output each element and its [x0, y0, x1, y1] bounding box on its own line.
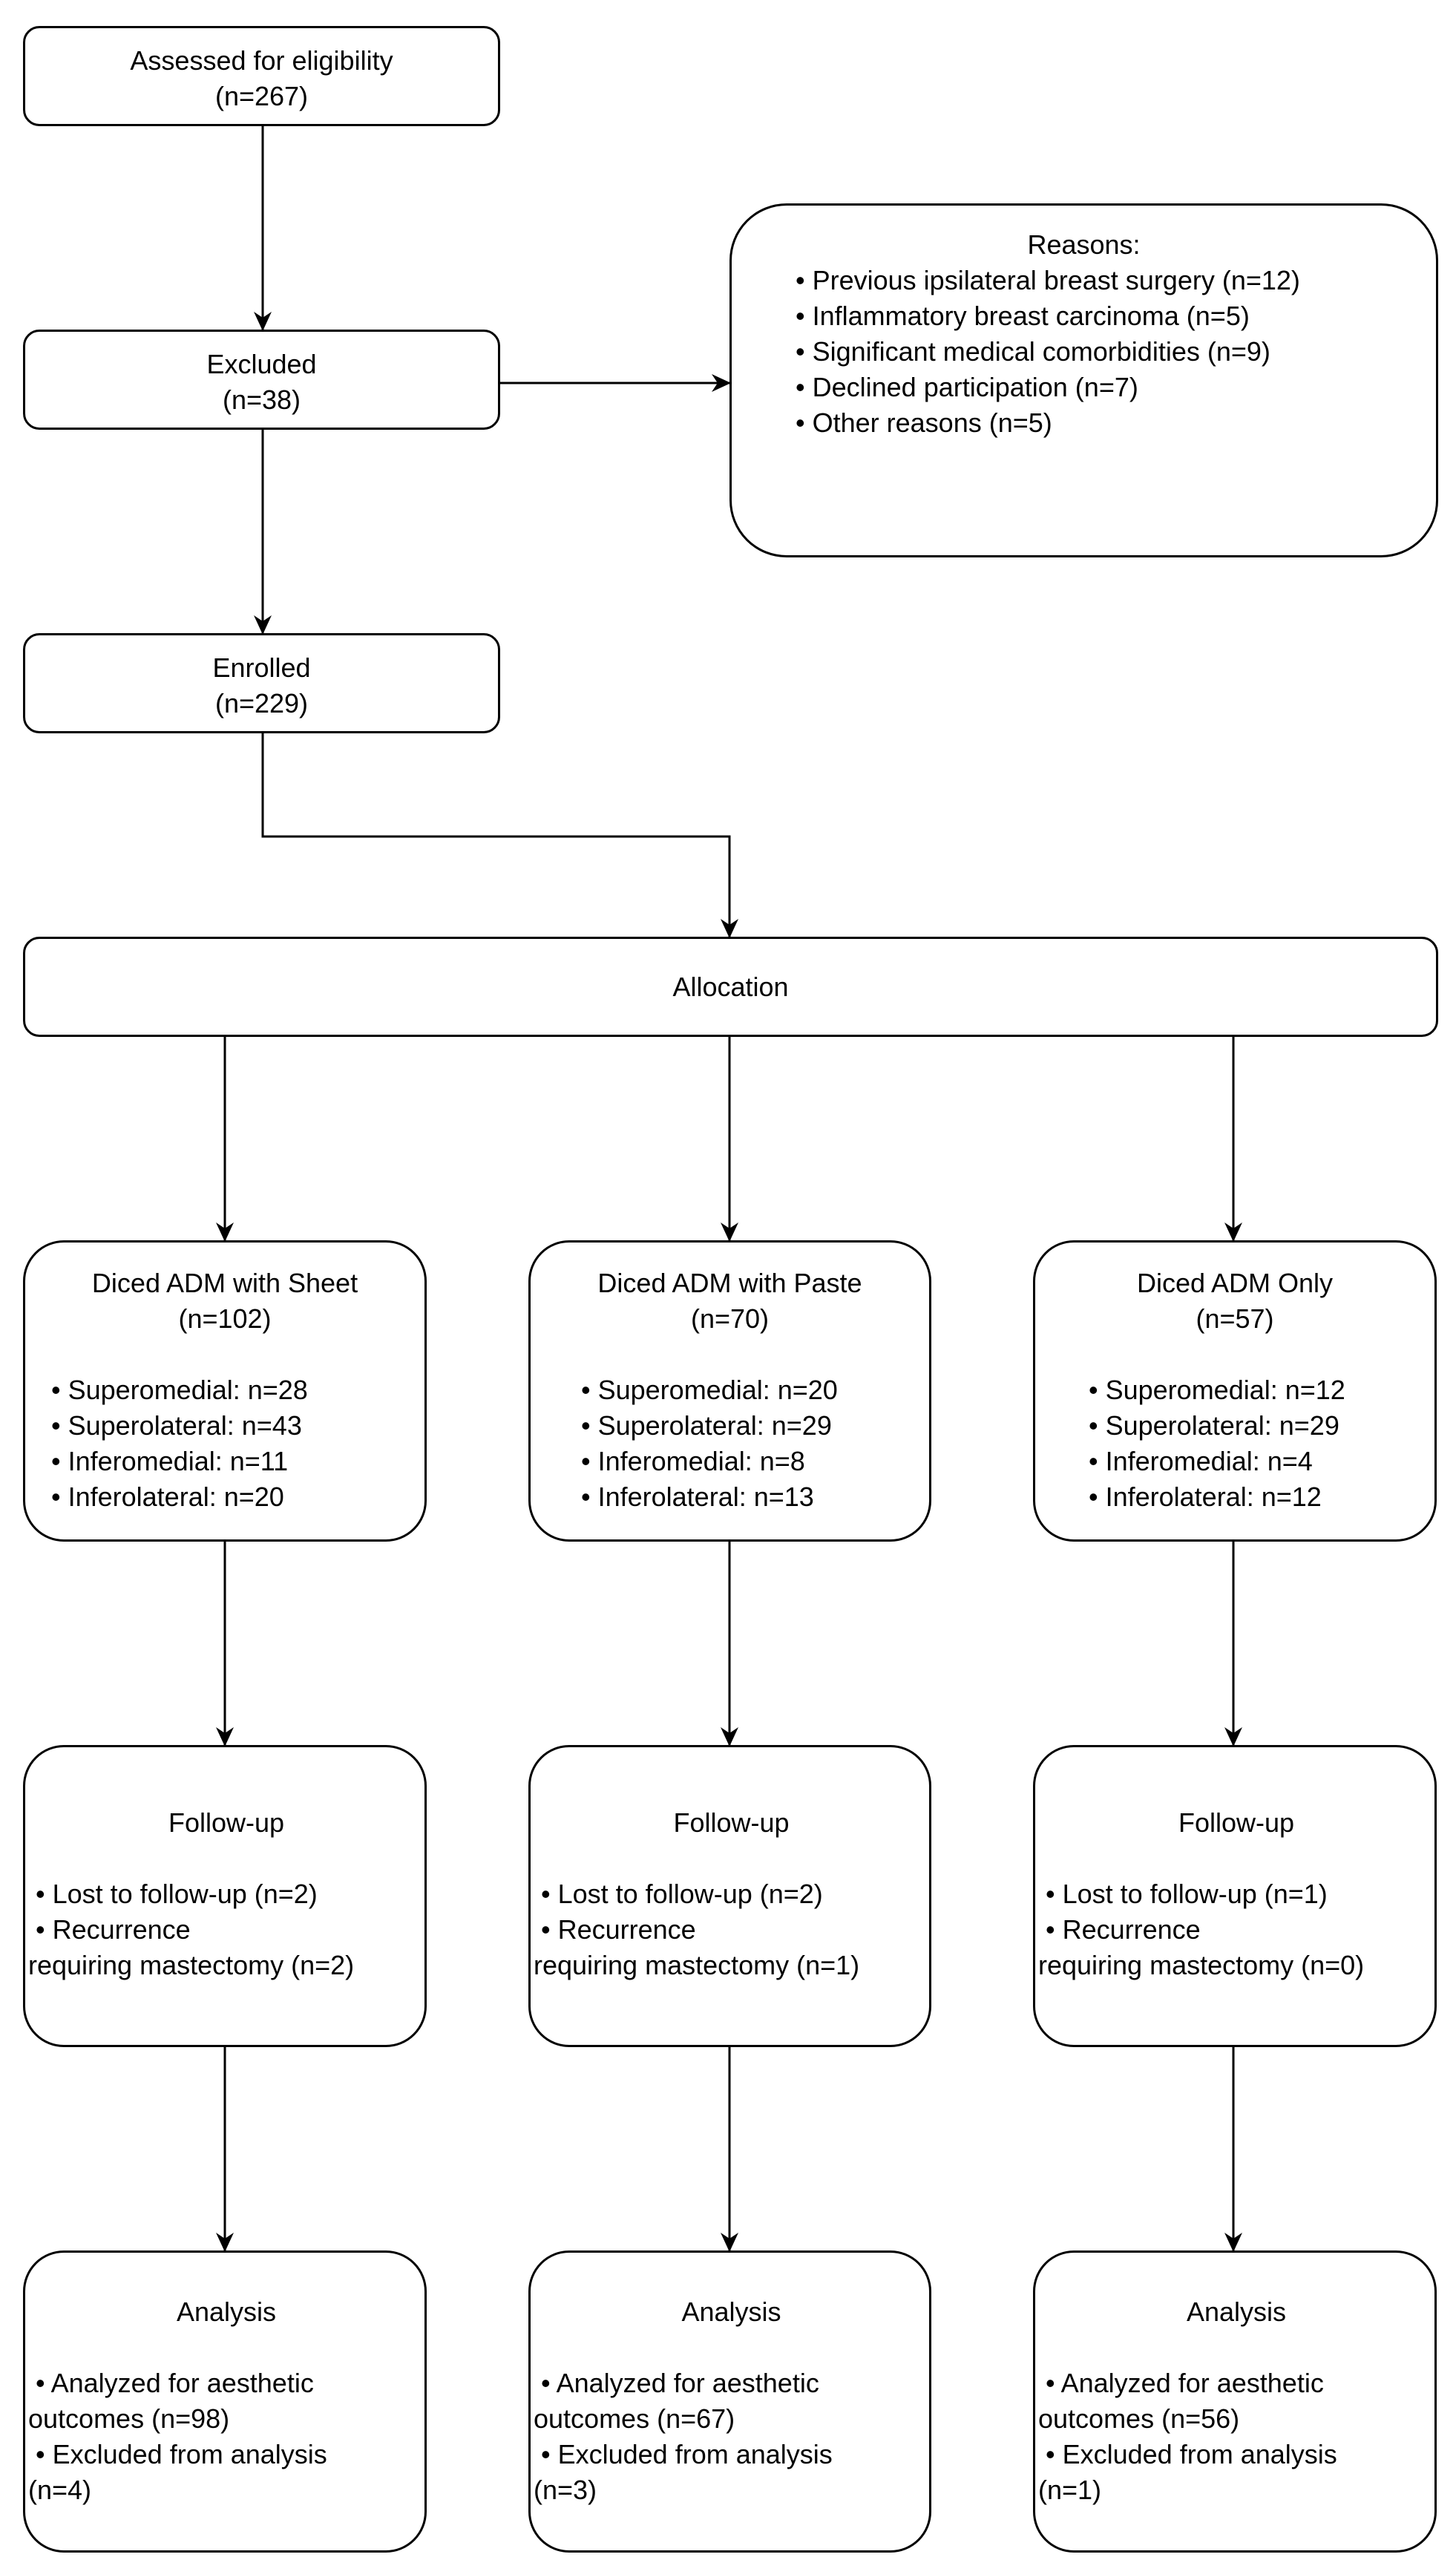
followup-box-only: Follow-up • Lost to follow-up (n=1) • Re…	[1033, 1745, 1437, 2047]
site-item: • Inferolateral: n=12	[1089, 1482, 1322, 1512]
site-item: • Inferomedial: n=4	[1089, 1446, 1313, 1476]
analysis-line: • Analyzed for aesthetic	[534, 2368, 819, 2398]
followup-line: • Recurrence	[28, 1914, 191, 1945]
excluded-title: Excluded	[206, 349, 317, 379]
followup-title: Follow-up	[673, 1807, 790, 1838]
site-item: • Inferomedial: n=8	[581, 1446, 805, 1476]
site-item: • Superomedial: n=20	[581, 1375, 838, 1405]
analysis-title: Analysis	[681, 2297, 781, 2327]
analysis-title: Analysis	[1186, 2297, 1287, 2327]
assessed-title: Assessed for eligibility	[130, 45, 393, 76]
site-item: • Inferomedial: n=11	[51, 1446, 289, 1476]
arrowheads	[216, 312, 1242, 2252]
reasons-box: Reasons: • Previous ipsilateral breast s…	[729, 203, 1438, 557]
site-item: • Superolateral: n=29	[1089, 1410, 1339, 1441]
analysis-line: outcomes (n=56)	[1038, 2403, 1240, 2434]
excluded-count: (n=38)	[222, 384, 301, 415]
reason-item: • Declined participation (n=7)	[796, 372, 1138, 402]
analysis-box-only: Analysis • Analyzed for aesthetic outcom…	[1033, 2250, 1437, 2553]
analysis-line: outcomes (n=67)	[534, 2403, 735, 2434]
analysis-box-paste: Analysis • Analyzed for aesthetic outcom…	[528, 2250, 931, 2553]
analysis-line: • Analyzed for aesthetic	[28, 2368, 314, 2398]
analysis-line: • Analyzed for aesthetic	[1038, 2368, 1324, 2398]
site-item: • Superolateral: n=29	[581, 1410, 832, 1441]
followup-line: • Lost to follow-up (n=2)	[534, 1879, 823, 1909]
reason-item: • Other reasons (n=5)	[796, 407, 1052, 438]
analysis-title: Analysis	[176, 2297, 277, 2327]
allocation-box: Allocation	[23, 937, 1438, 1037]
group-count: (n=57)	[1196, 1303, 1274, 1334]
followup-box-paste: Follow-up • Lost to follow-up (n=2) • Re…	[528, 1745, 931, 2047]
followup-line: • Recurrence	[534, 1914, 696, 1945]
site-item: • Superomedial: n=12	[1089, 1375, 1345, 1405]
followup-box-sheet: Follow-up • Lost to follow-up (n=2) • Re…	[23, 1745, 427, 2047]
followup-title: Follow-up	[1178, 1807, 1295, 1838]
analysis-line: (n=1)	[1038, 2475, 1102, 2505]
followup-line: • Recurrence	[1038, 1914, 1201, 1945]
analysis-line: (n=3)	[534, 2475, 597, 2505]
analysis-line: • Excluded from analysis	[534, 2439, 833, 2469]
analysis-line: outcomes (n=98)	[28, 2403, 230, 2434]
site-item: • Inferolateral: n=13	[581, 1482, 814, 1512]
reason-item: • Significant medical comorbidities (n=9…	[796, 336, 1270, 367]
group-box-paste: Diced ADM with Paste (n=70) • Superomedi…	[528, 1240, 931, 1542]
site-item: • Inferolateral: n=20	[51, 1482, 284, 1512]
followup-title: Follow-up	[168, 1807, 285, 1838]
group-title: Diced ADM Only	[1136, 1268, 1334, 1298]
excluded-box: Excluded (n=38)	[23, 330, 500, 430]
group-count: (n=102)	[178, 1303, 272, 1334]
group-title: Diced ADM with Paste	[597, 1268, 862, 1298]
arrow-enrolled-allocation	[261, 733, 731, 937]
group-box-sheet: Diced ADM with Sheet (n=102) • Superomed…	[23, 1240, 427, 1542]
followup-line: • Lost to follow-up (n=2)	[28, 1879, 318, 1909]
followup-line: requiring mastectomy (n=1)	[534, 1950, 860, 1980]
followup-line: requiring mastectomy (n=0)	[1038, 1950, 1365, 1980]
analysis-box-sheet: Analysis • Analyzed for aesthetic outcom…	[23, 2250, 427, 2553]
group-title: Diced ADM with Sheet	[91, 1268, 358, 1298]
allocation-title: Allocation	[672, 972, 789, 1002]
enrolled-count: (n=229)	[214, 688, 309, 718]
analysis-line: • Excluded from analysis	[28, 2439, 327, 2469]
group-box-only: Diced ADM Only (n=57) • Superomedial: n=…	[1033, 1240, 1437, 1542]
site-item: • Superomedial: n=28	[51, 1375, 308, 1405]
enrolled-box: Enrolled (n=229)	[23, 633, 500, 733]
site-item: • Superolateral: n=43	[51, 1410, 302, 1441]
group-count: (n=70)	[690, 1303, 770, 1334]
analysis-line: • Excluded from analysis	[1038, 2439, 1337, 2469]
reason-item: • Inflammatory breast carcinoma (n=5)	[796, 301, 1250, 331]
reason-item: • Previous ipsilateral breast surgery (n…	[796, 265, 1300, 295]
assessed-count: (n=267)	[214, 81, 309, 111]
enrolled-title: Enrolled	[212, 652, 311, 683]
assessed-box: Assessed for eligibility (n=267)	[23, 26, 500, 126]
followup-line: • Lost to follow-up (n=1)	[1038, 1879, 1328, 1909]
analysis-line: (n=4)	[28, 2475, 92, 2505]
followup-line: requiring mastectomy (n=2)	[28, 1950, 355, 1980]
reasons-title: Reasons:	[1027, 229, 1141, 260]
